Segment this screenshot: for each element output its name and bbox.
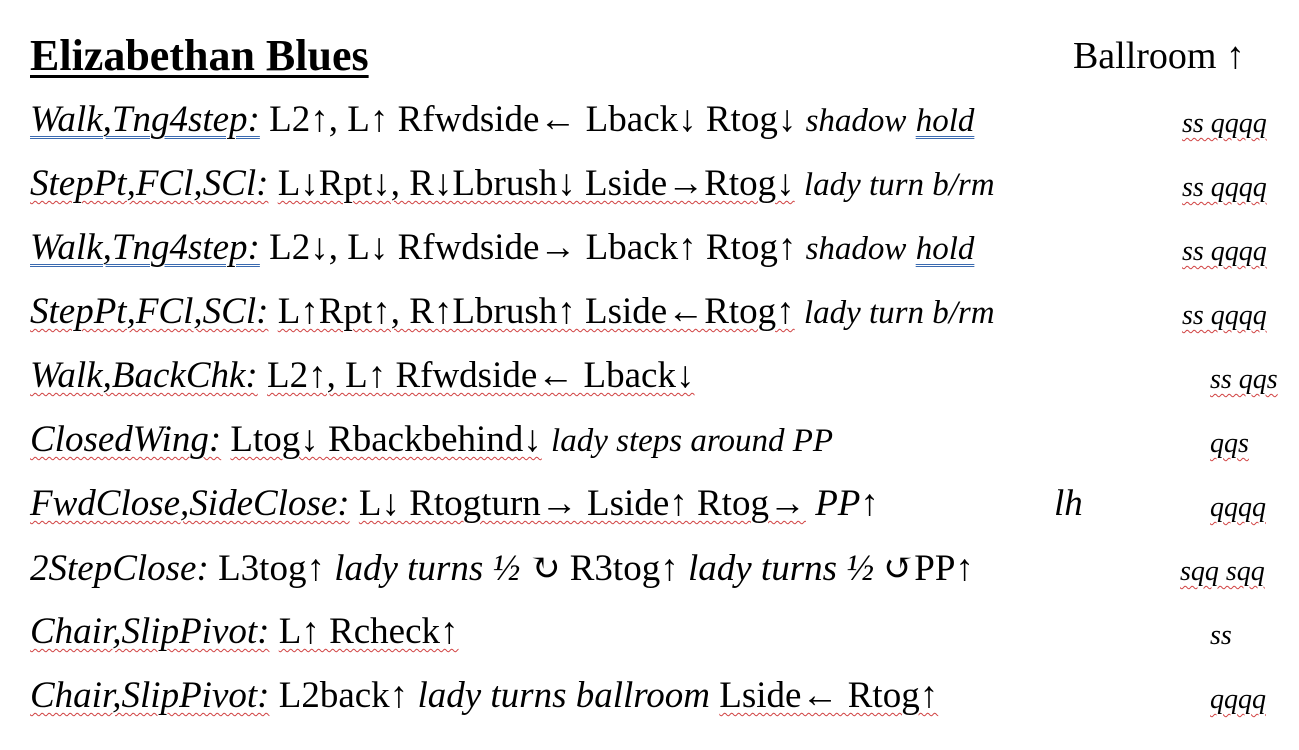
figure-steps: Ltog↓ Rbackbehind↓ [230, 419, 542, 460]
figure-steps: L2back↑ [278, 675, 409, 716]
figure-counts: ss [1210, 620, 1232, 651]
figure-steps: L3tog↑ [218, 548, 325, 589]
figure-note-hold: hold [915, 103, 975, 139]
figure-note: PP↑ [815, 483, 879, 524]
figure-note: lady steps around PP [551, 423, 834, 459]
figure-steps: R3tog↑ [569, 548, 679, 589]
figure-name: Chair,SlipPivot: [30, 675, 270, 716]
figure-name: Chair,SlipPivot: [30, 611, 270, 652]
figure-steps: L2↑, L↑ Rfwdside← Lback↓ Rtog↓ [269, 99, 797, 140]
figure-note: lady turn b/rm [803, 295, 995, 331]
figure-steps: L↓ Rtogturn→ Lside↑ Rtog→ [358, 483, 806, 524]
figure-steps: Lside← Rtog↑ [719, 675, 939, 716]
figure-note: shadow [805, 231, 907, 267]
figure-name: 2StepClose: [30, 548, 209, 589]
figure-name: Walk,Tng4step: [30, 227, 260, 268]
figure-row-8: 2StepClose: L3tog↑ lady turns ½ ↻ R3tog↑… [30, 546, 1270, 596]
figure-note: lady turn b/rm [803, 167, 995, 203]
figure-row-3: Walk,Tng4step: L2↓, L↓ Rfwdside→ Lback↑ … [30, 226, 1270, 276]
figure-counts: qqqq [1210, 492, 1266, 523]
figure-counts: ss qqqq [1182, 236, 1267, 267]
figure-row-4: StepPt,FCl,SCl: L↑Rpt↑, R↑Lbrush↑ Lside←… [30, 290, 1270, 340]
figure-note: lady turns ½ ↻ [334, 548, 561, 589]
figure-counts: qqqq [1210, 684, 1266, 715]
figure-steps: L2↓, L↓ Rfwdside→ Lback↑ Rtog↑ [269, 227, 797, 268]
figure-steps: L↑Rpt↑, R↑Lbrush↑ Lside←Rtog↑ [277, 291, 795, 332]
figure-row-2: StepPt,FCl,SCl: L↓Rpt↓, R↓Lbrush↓ Lside→… [30, 162, 1270, 212]
figure-counts: qqs [1210, 428, 1249, 459]
figure-name: Walk,BackChk: [30, 355, 258, 396]
figure-row-7: FwdClose,SideClose: L↓ Rtogturn→ Lside↑ … [30, 482, 1270, 532]
figure-steps: L2↑, L↑ Rfwdside← Lback↓ [267, 355, 695, 396]
figure-name: StepPt,FCl,SCl: [30, 163, 269, 204]
figure-extra: lh [1054, 483, 1083, 524]
figure-counts: sqq sqq [1180, 556, 1265, 587]
figure-row-9: Chair,SlipPivot: L↑ Rcheck↑ ss [30, 610, 1270, 660]
figure-row-6: ClosedWing: Ltog↓ Rbackbehind↓ lady step… [30, 418, 1270, 468]
figure-name: Walk,Tng4step: [30, 99, 260, 140]
figure-steps: L↑ Rcheck↑ [278, 611, 459, 652]
figure-counts: ss qqqq [1182, 300, 1267, 331]
figure-name: FwdClose,SideClose: [30, 483, 350, 524]
figure-counts: ss qqqq [1182, 172, 1267, 203]
figure-note-hold: hold [915, 231, 975, 267]
dance-title: Elizabethan Blues [30, 31, 369, 80]
figure-name: StepPt,FCl,SCl: [30, 291, 269, 332]
figure-steps: PP↑ [914, 548, 974, 589]
figure-counts: ss qqs [1210, 364, 1278, 395]
figure-row-5: Walk,BackChk: L2↑, L↑ Rfwdside← Lback↓ s… [30, 354, 1278, 404]
figure-row-1: Walk,Tng4step: L2↑, L↑ Rfwdside← Lback↓ … [30, 98, 1270, 148]
figure-note: shadow [805, 103, 907, 139]
dance-style-label: Ballroom ↑ [1072, 35, 1245, 77]
figure-note: lady turns ballroom [417, 675, 711, 716]
figure-name: ClosedWing: [30, 419, 222, 460]
figure-steps: L↓Rpt↓, R↓Lbrush↓ Lside→Rtog↓ [277, 163, 795, 204]
figure-counts: ss qqqq [1182, 108, 1267, 139]
figure-note: lady turns ½ ↺ [687, 548, 915, 589]
figure-row-10: Chair,SlipPivot: L2back↑ lady turns ball… [30, 674, 1270, 724]
